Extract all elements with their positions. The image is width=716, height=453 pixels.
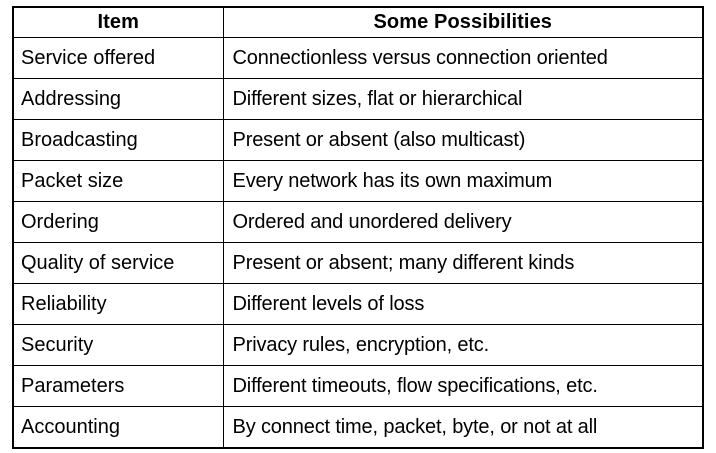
cell-possibilities: Privacy rules, encryption, etc.: [222, 324, 704, 366]
cell-possibilities: Connectionless versus connection oriente…: [222, 37, 704, 79]
table-row: Reliability Different levels of loss: [12, 283, 704, 325]
column-header-possibilities: Some Possibilities: [222, 6, 704, 38]
cell-item: Addressing: [12, 78, 224, 120]
cell-item: Ordering: [12, 201, 224, 243]
cell-possibilities: Every network has its own maximum: [222, 160, 704, 202]
table-row: Addressing Different sizes, flat or hier…: [12, 78, 704, 120]
table-header: Item Some Possibilities: [12, 6, 704, 38]
cell-item: Quality of service: [12, 242, 224, 284]
table-header-row: Item Some Possibilities: [12, 6, 704, 38]
cell-possibilities: By connect time, packet, byte, or not at…: [222, 406, 704, 449]
network-differences-table: Item Some Possibilities Service offered …: [12, 6, 704, 449]
table-row: Parameters Different timeouts, flow spec…: [12, 365, 704, 407]
cell-possibilities: Ordered and unordered delivery: [222, 201, 704, 243]
cell-possibilities: Present or absent; many different kinds: [222, 242, 704, 284]
table-row: Ordering Ordered and unordered delivery: [12, 201, 704, 243]
table-body: Service offered Connectionless versus co…: [12, 37, 704, 449]
cell-item: Broadcasting: [12, 119, 224, 161]
cell-possibilities: Different levels of loss: [222, 283, 704, 325]
cell-item: Service offered: [12, 37, 224, 79]
cell-item: Security: [12, 324, 224, 366]
table-row: Quality of service Present or absent; ma…: [12, 242, 704, 284]
table-row: Security Privacy rules, encryption, etc.: [12, 324, 704, 366]
cell-item: Parameters: [12, 365, 224, 407]
cell-item: Accounting: [12, 406, 224, 449]
cell-possibilities: Different sizes, flat or hierarchical: [222, 78, 704, 120]
comparison-table-container: Item Some Possibilities Service offered …: [12, 6, 704, 449]
column-header-item: Item: [12, 6, 224, 38]
table-row: Accounting By connect time, packet, byte…: [12, 406, 704, 449]
cell-item: Reliability: [12, 283, 224, 325]
cell-item: Packet size: [12, 160, 224, 202]
table-row: Packet size Every network has its own ma…: [12, 160, 704, 202]
cell-possibilities: Present or absent (also multicast): [222, 119, 704, 161]
table-row: Broadcasting Present or absent (also mul…: [12, 119, 704, 161]
cell-possibilities: Different timeouts, flow specifications,…: [222, 365, 704, 407]
table-row: Service offered Connectionless versus co…: [12, 37, 704, 79]
